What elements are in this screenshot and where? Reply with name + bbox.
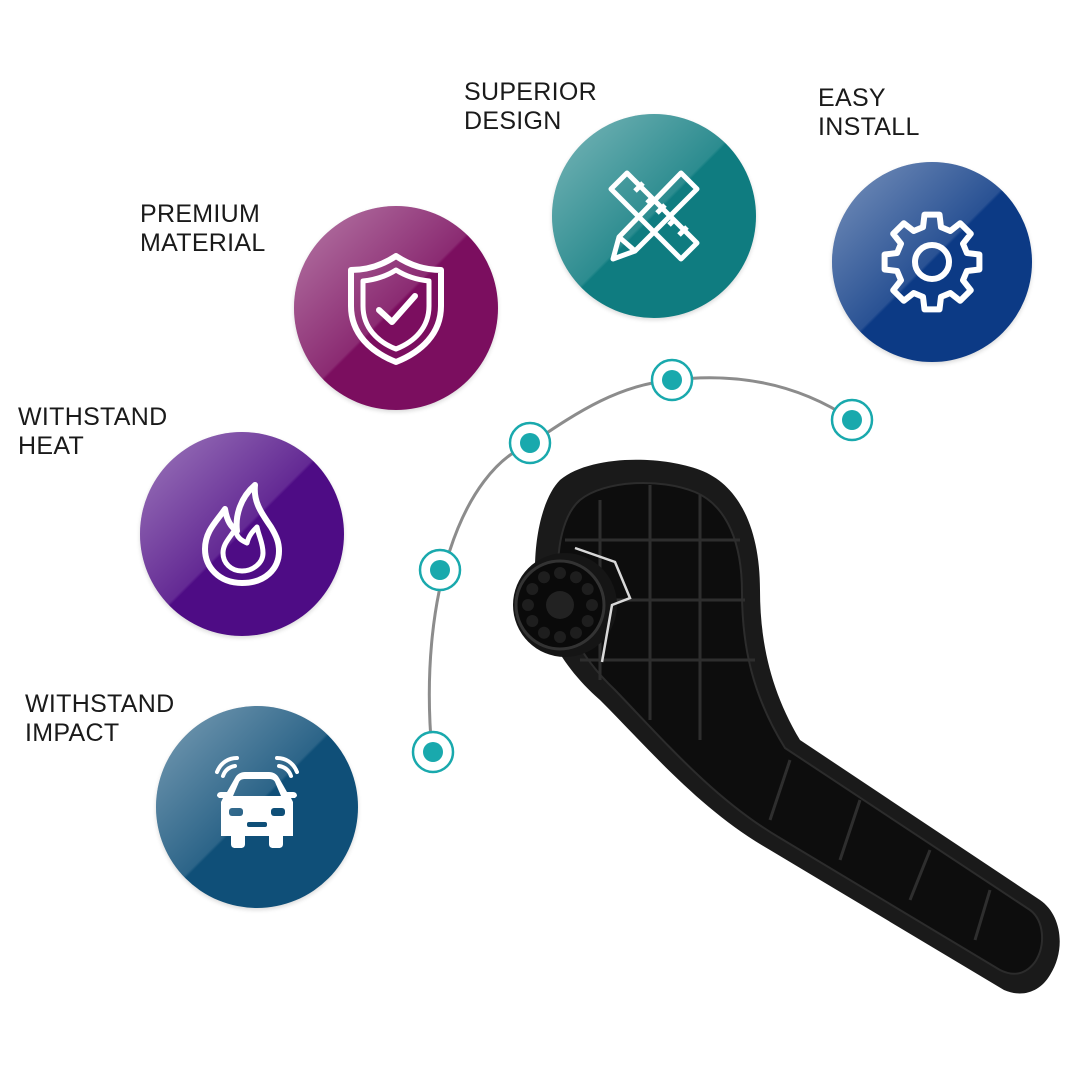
connector-dot [508, 421, 552, 465]
knob-tooth [570, 571, 582, 584]
knob-tooth [526, 583, 539, 595]
label-withstand-heat: WITHSTAND HEAT [18, 403, 167, 461]
label-premium-material: PREMIUM MATERIAL [140, 200, 266, 258]
label-line: MATERIAL [140, 229, 266, 257]
label-line: INSTALL [818, 113, 920, 141]
knob-tooth [581, 583, 594, 595]
knob-tooth [554, 567, 566, 579]
label-superior-design: SUPERIOR DESIGN [464, 78, 597, 136]
connector-dot [830, 398, 874, 442]
label-line: HEAT [18, 432, 85, 460]
connector-dot [650, 358, 694, 402]
label-line: DESIGN [464, 107, 562, 135]
label-line: SUPERIOR [464, 78, 597, 106]
knob-tooth [538, 571, 550, 584]
gear-icon [881, 211, 983, 313]
connector-dot [411, 730, 455, 774]
label-withstand-impact: WITHSTAND IMPACT [25, 690, 174, 748]
label-line: WITHSTAND [18, 403, 168, 431]
knob-tooth [526, 615, 539, 627]
label-easy-install: EASY INSTALL [818, 84, 920, 142]
knob-tooth [570, 626, 582, 639]
label-line: PREMIUM [140, 200, 261, 228]
label-line: EASY [818, 84, 886, 112]
car-icon [215, 756, 299, 848]
connector-dot [418, 548, 462, 592]
knob-tooth [581, 615, 594, 627]
knob-tooth [538, 626, 550, 639]
knob-tooth [554, 631, 566, 643]
knob-tooth [586, 599, 598, 611]
knob-tooth [522, 599, 534, 611]
gear-outline [881, 211, 983, 313]
recliner-handle-image [513, 459, 1060, 994]
shield-check-icon [348, 253, 444, 365]
label-line: IMPACT [25, 719, 120, 747]
label-line: WITHSTAND [25, 690, 175, 718]
pencil-ruler-icon [608, 170, 700, 262]
flame-icon [202, 482, 282, 586]
